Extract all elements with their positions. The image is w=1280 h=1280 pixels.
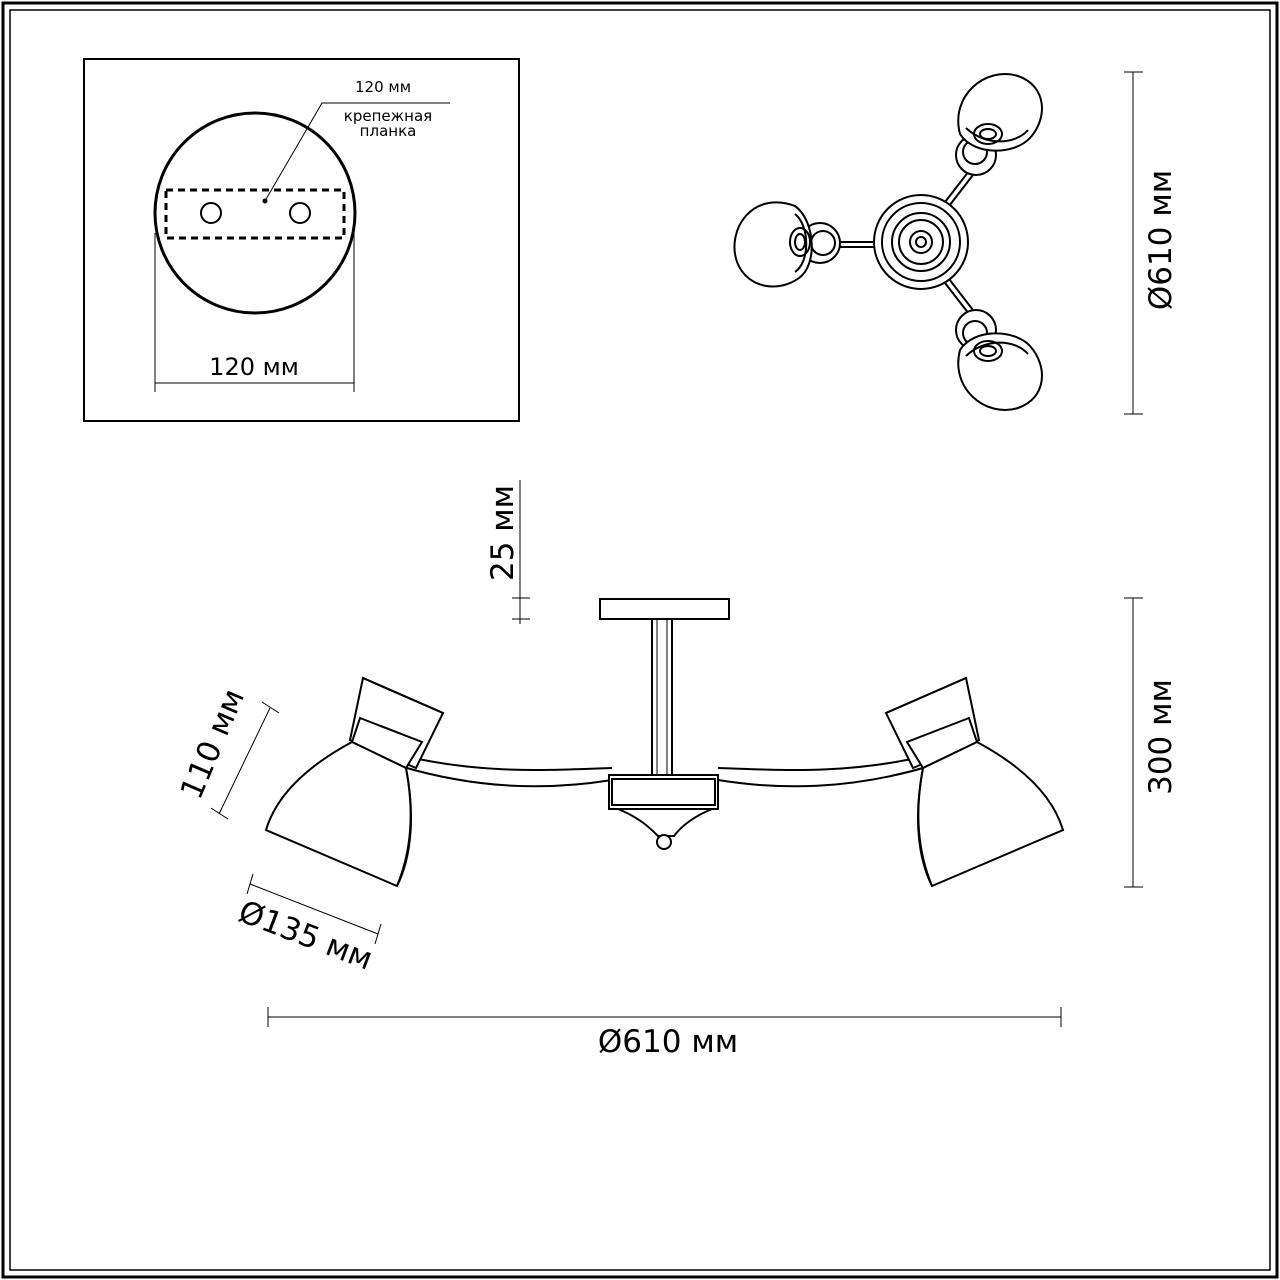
side-finial-base <box>617 808 713 837</box>
side-shade-left <box>264 676 445 888</box>
mount-plate-box <box>83 58 520 422</box>
dim-shade-diameter-line <box>249 883 379 935</box>
top-hub-center <box>915 236 927 248</box>
bracket-leader-line <box>264 102 450 202</box>
top-hub-outer <box>873 194 969 290</box>
top-shade-left <box>733 201 841 288</box>
mounting-bracket-dashed <box>164 188 346 240</box>
top-shade-upper <box>955 73 1043 176</box>
bracket-length-label: 120 мм <box>355 78 411 96</box>
bracket-caption-line1: крепежная <box>344 107 432 125</box>
shade-diameter-label: Ø135 мм <box>234 894 378 978</box>
top-view: Ø610 мм <box>733 71 1179 415</box>
side-body <box>608 774 719 810</box>
total-height-label: 300 мм <box>1143 679 1179 795</box>
side-finial-ball <box>656 834 672 850</box>
side-arm-right <box>717 765 931 788</box>
side-arm-left <box>399 765 613 788</box>
shade-height-label: 110 мм <box>174 684 252 805</box>
mount-plate-panel: 120 мм 120 мм крепежная планка <box>83 58 520 422</box>
screw-hole-right <box>289 202 311 224</box>
screw-hole-left <box>200 202 222 224</box>
side-stem <box>651 618 673 778</box>
dim-shade-height-line <box>218 707 271 815</box>
top-diameter-label: Ø610 мм <box>1143 170 1179 310</box>
mount-diameter-label: 120 мм <box>209 353 299 381</box>
side-canopy <box>599 598 730 620</box>
side-shade-right <box>884 676 1065 888</box>
side-view: 25 мм 300 мм 110 мм Ø135 мм Ø610 мм <box>174 480 1179 1060</box>
bracket-caption-line2: планка <box>360 122 417 140</box>
top-shade-lower <box>955 309 1043 411</box>
mount-plate-circle <box>153 111 357 315</box>
total-width-label: Ø610 мм <box>598 1024 738 1060</box>
canopy-height-label: 25 мм <box>485 485 521 581</box>
inner-frame <box>9 9 1271 1271</box>
